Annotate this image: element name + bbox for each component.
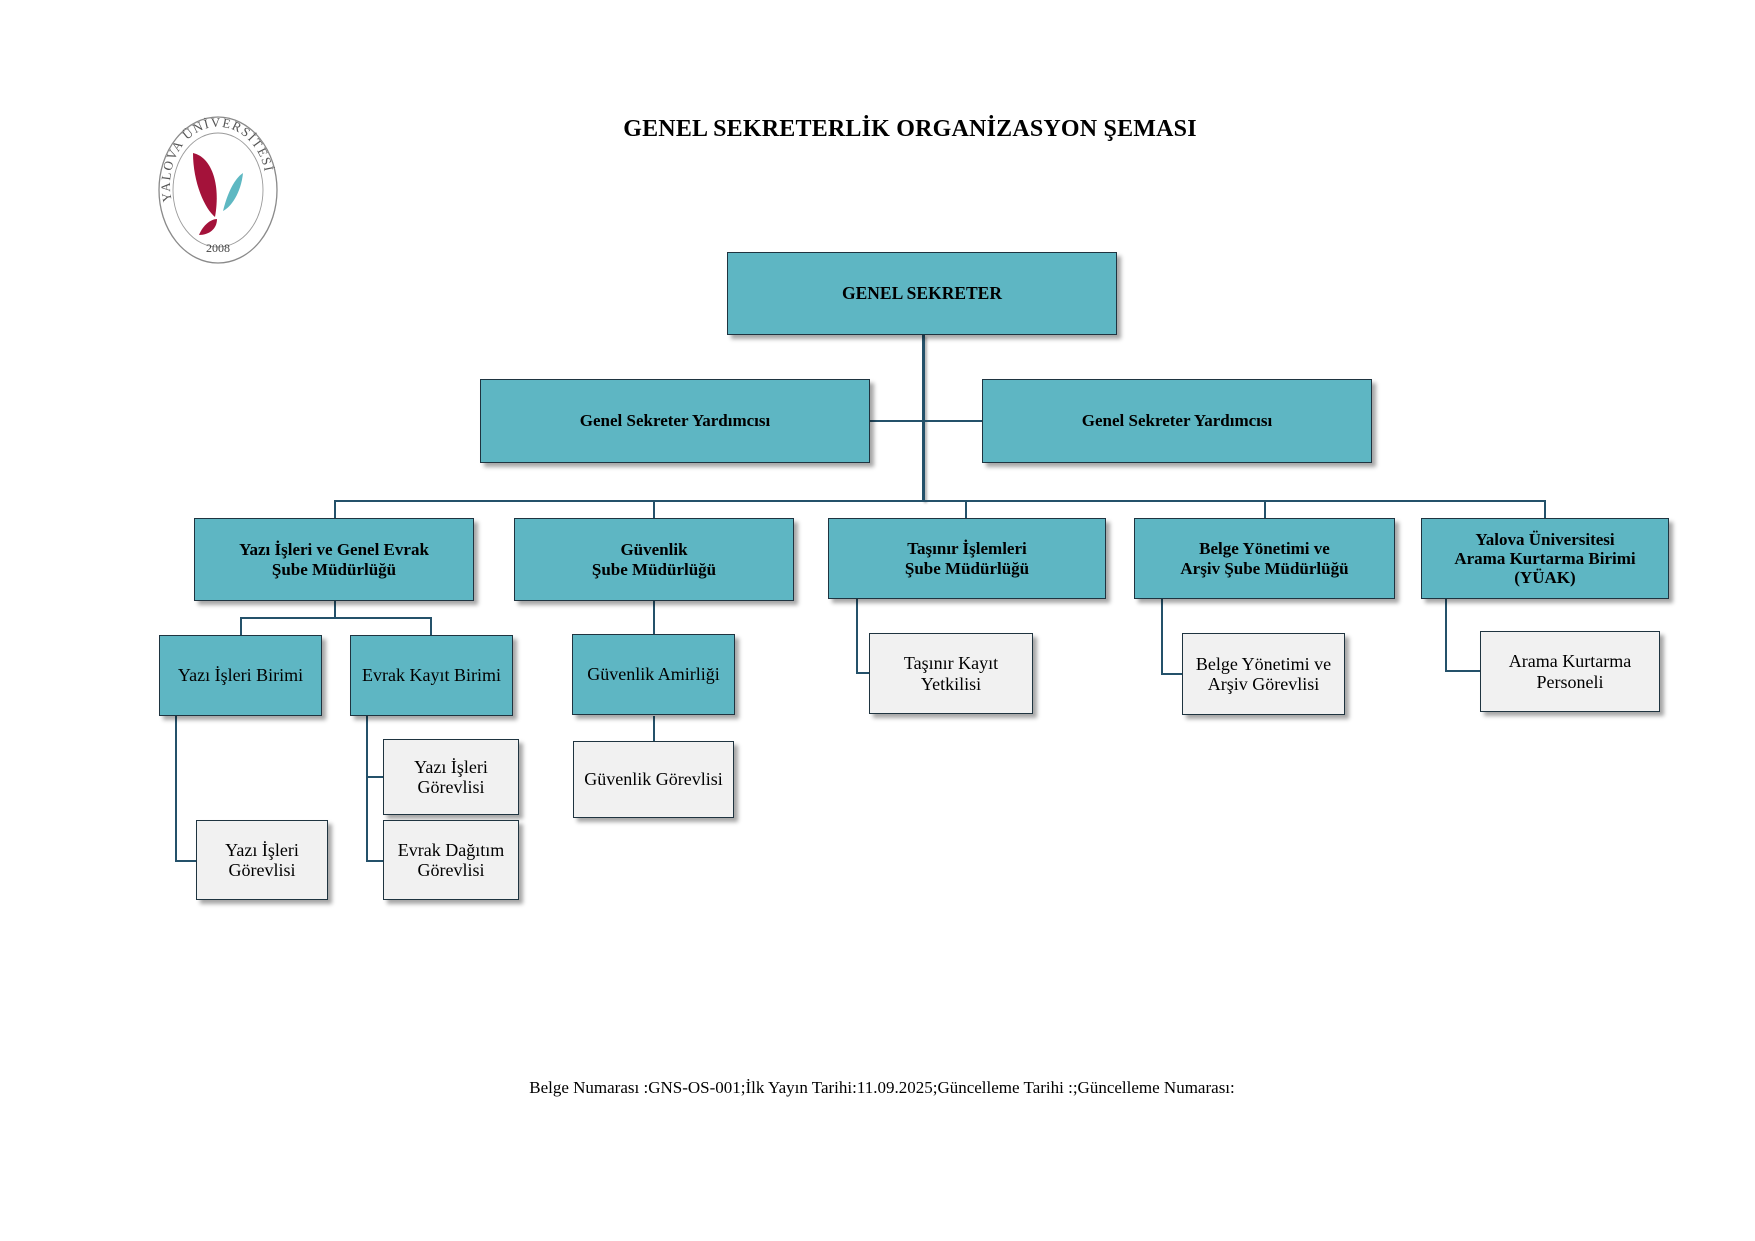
connector-branch-drop-5 bbox=[1544, 500, 1546, 518]
node-branch-tasinir[interactable]: Taşınır İşlemleri Şube Müdürlüğü bbox=[828, 518, 1106, 599]
node-staff-yazi-isleri-gorevlisi-1[interactable]: Yazı İşleri Görevlisi bbox=[196, 820, 328, 900]
logo-year: 2008 bbox=[206, 241, 230, 255]
node-staff-label: Evrak Dağıtım Görevlisi bbox=[397, 839, 505, 880]
page-title: GENEL SEKRETERLİK ORGANİZASYON ŞEMASI bbox=[623, 116, 1197, 142]
yalova-university-emblem-icon: YALOVA ÜNİVERSİTESİ 2008 bbox=[158, 115, 278, 264]
connector-b3-horiz bbox=[856, 672, 871, 674]
connector-branch-drop-2 bbox=[653, 500, 655, 518]
node-unit-yazi-isleri-birimi[interactable]: Yazı İşleri Birimi bbox=[159, 635, 322, 716]
node-staff-tasinir-kayit-yetkilisi[interactable]: Taşınır Kayıt Yetkilisi bbox=[869, 633, 1033, 714]
node-staff-label: Taşınır Kayıt Yetkilisi bbox=[903, 653, 999, 694]
node-branch-yazi-isleri-label: Yazı İşleri ve Genel Evrak Şube Müdürlüğ… bbox=[239, 540, 429, 579]
connector-u1-horiz bbox=[175, 860, 197, 862]
connector-branch-bus bbox=[334, 500, 1545, 502]
connector-b5-vert bbox=[1445, 599, 1447, 672]
node-staff-guvenlik-gorevlisi[interactable]: Güvenlik Görevlisi bbox=[573, 741, 734, 818]
node-staff-arama-kurtarma-personeli[interactable]: Arama Kurtarma Personeli bbox=[1480, 631, 1660, 712]
node-branch-yuak-label: Yalova Üniversitesi Arama Kurtarma Birim… bbox=[1454, 529, 1636, 588]
node-deputy-right[interactable]: Genel Sekreter Yardımcısı bbox=[982, 379, 1372, 463]
connector-b1-bus bbox=[240, 617, 432, 619]
connector-b5-horiz bbox=[1445, 670, 1480, 672]
connector-b4-vert bbox=[1161, 599, 1163, 675]
node-unit-guvenlik-amirligi[interactable]: Güvenlik Amirliği bbox=[572, 634, 735, 715]
connector-branch-drop-3 bbox=[965, 500, 967, 518]
node-deputy-left[interactable]: Genel Sekreter Yardımcısı bbox=[480, 379, 870, 463]
node-staff-label: Yazı İşleri Görevlisi bbox=[225, 839, 299, 880]
connector-b2-stem bbox=[653, 601, 655, 635]
document-footer: Belge Numarası :GNS-OS-001;İlk Yayın Tar… bbox=[529, 1078, 1235, 1097]
node-branch-yazi-isleri[interactable]: Yazı İşleri ve Genel Evrak Şube Müdürlüğ… bbox=[194, 518, 474, 601]
node-genel-sekreter-label: GENEL SEKRETER bbox=[842, 282, 1002, 303]
node-branch-belge-yonetimi[interactable]: Belge Yönetimi ve Arşiv Şube Müdürlüğü bbox=[1134, 518, 1395, 599]
connector-b1-stem bbox=[334, 600, 336, 617]
node-staff-belge-arsiv-gorevlisi[interactable]: Belge Yönetimi ve Arşiv Görevlisi bbox=[1182, 633, 1345, 715]
connector-u2-horiz-b bbox=[366, 860, 384, 862]
node-branch-guvenlik-label: Güvenlik Şube Müdürlüğü bbox=[591, 540, 717, 579]
node-staff-yazi-isleri-gorevlisi-2[interactable]: Yazı İşleri Görevlisi bbox=[383, 739, 519, 815]
connector-u2-horiz-a bbox=[366, 776, 384, 778]
node-unit-guvenlik-amirligi-label: Güvenlik Amirliği bbox=[587, 664, 720, 685]
node-unit-yazi-isleri-birimi-label: Yazı İşleri Birimi bbox=[177, 665, 304, 686]
node-unit-evrak-kayit-birimi-label: Evrak Kayıt Birimi bbox=[362, 665, 501, 686]
node-staff-label: Yazı İşleri Görevlisi bbox=[414, 756, 488, 797]
connector-deputies bbox=[870, 420, 982, 422]
node-branch-yuak[interactable]: Yalova Üniversitesi Arama Kurtarma Birim… bbox=[1421, 518, 1669, 599]
node-staff-evrak-dagitim-gorevlisi[interactable]: Evrak Dağıtım Görevlisi bbox=[383, 820, 519, 900]
node-branch-belge-yonetimi-label: Belge Yönetimi ve Arşiv Şube Müdürlüğü bbox=[1180, 539, 1349, 578]
node-unit-evrak-kayit-birimi[interactable]: Evrak Kayıt Birimi bbox=[350, 635, 513, 716]
connector-b4-horiz bbox=[1161, 673, 1183, 675]
connector-b1-drop-a bbox=[240, 617, 242, 635]
connector-branch-drop-4 bbox=[1264, 500, 1266, 518]
node-branch-tasinir-label: Taşınır İşlemleri Şube Müdürlüğü bbox=[904, 539, 1030, 578]
node-staff-label: Arama Kurtarma Personeli bbox=[1508, 651, 1632, 692]
node-deputy-left-label: Genel Sekreter Yardımcısı bbox=[579, 411, 771, 431]
node-staff-label: Belge Yönetimi ve Arşiv Görevlisi bbox=[1195, 653, 1332, 694]
connector-root-trunk bbox=[922, 335, 925, 501]
node-branch-guvenlik[interactable]: Güvenlik Şube Müdürlüğü bbox=[514, 518, 794, 601]
connector-b3-vert bbox=[856, 599, 858, 674]
connector-b1-drop-b bbox=[430, 617, 432, 635]
connector-u1-vert bbox=[175, 716, 177, 862]
university-logo: YALOVA ÜNİVERSİTESİ 2008 bbox=[155, 113, 280, 268]
node-genel-sekreter[interactable]: GENEL SEKRETER bbox=[727, 252, 1117, 335]
connector-u2-vert bbox=[366, 716, 368, 862]
node-deputy-right-label: Genel Sekreter Yardımcısı bbox=[1081, 411, 1273, 431]
connector-branch-drop-1 bbox=[334, 500, 336, 518]
connector-u3-stem bbox=[653, 716, 655, 741]
node-staff-label: Güvenlik Görevlisi bbox=[584, 769, 723, 790]
